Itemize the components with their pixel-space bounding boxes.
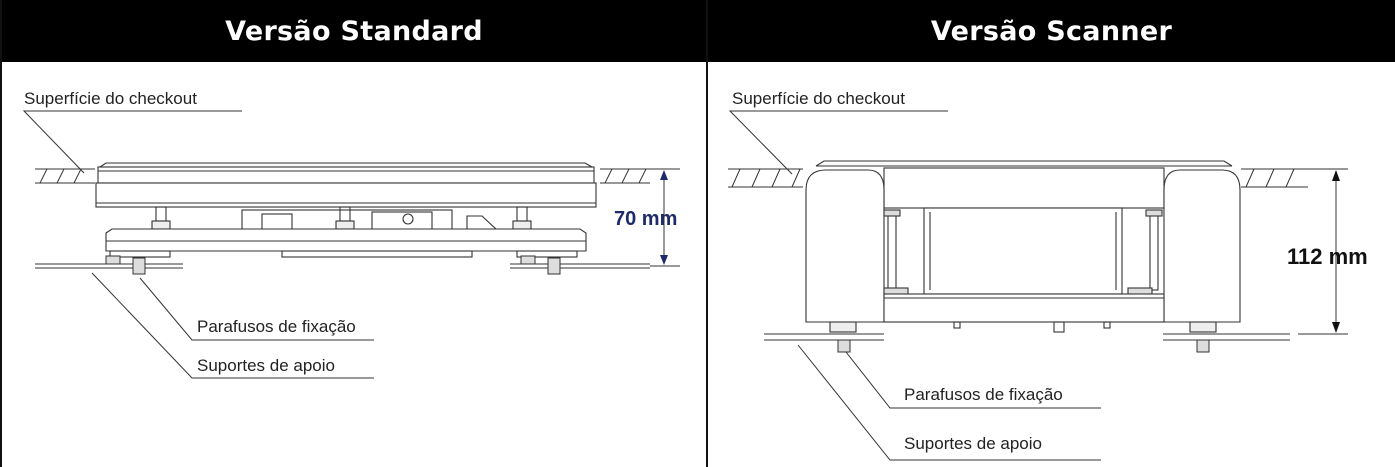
support-surface (35, 255, 650, 275)
scanner-header: Versão Scanner (708, 0, 1395, 62)
support-surface (764, 333, 1290, 353)
dimension-label: 70 mm (614, 208, 677, 230)
checkout-surface (35, 168, 650, 184)
scanner-version-panel: Versão Scanner (707, 0, 1395, 467)
dimension-indicator (650, 168, 680, 267)
supports-label: Suportes de apoio (904, 434, 1042, 453)
dimension-indicator (1298, 168, 1348, 335)
surface-label: Superfície do checkout (732, 89, 905, 108)
surface-label: Superfície do checkout (24, 89, 197, 108)
supports-label: Suportes de apoio (197, 356, 335, 375)
screws-label: Parafusos de fixação (197, 317, 356, 336)
standard-header: Versão Standard (2, 0, 706, 62)
screws-label: Parafusos de fixação (904, 385, 1063, 404)
checkout-surface (728, 168, 1308, 188)
label-leaders (728, 110, 1101, 461)
dimension-label: 112 mm (1287, 244, 1368, 269)
standard-version-panel: Versão Standard (0, 0, 707, 467)
scale-body (95, 162, 597, 258)
label-leaders (22, 110, 374, 379)
scanner-body (805, 160, 1241, 333)
standard-diagram: 70 mm Superfície do checkout Parafusos d… (22, 89, 680, 379)
scanner-diagram: 112 mm Superfície do checkout Parafusos … (728, 89, 1368, 461)
